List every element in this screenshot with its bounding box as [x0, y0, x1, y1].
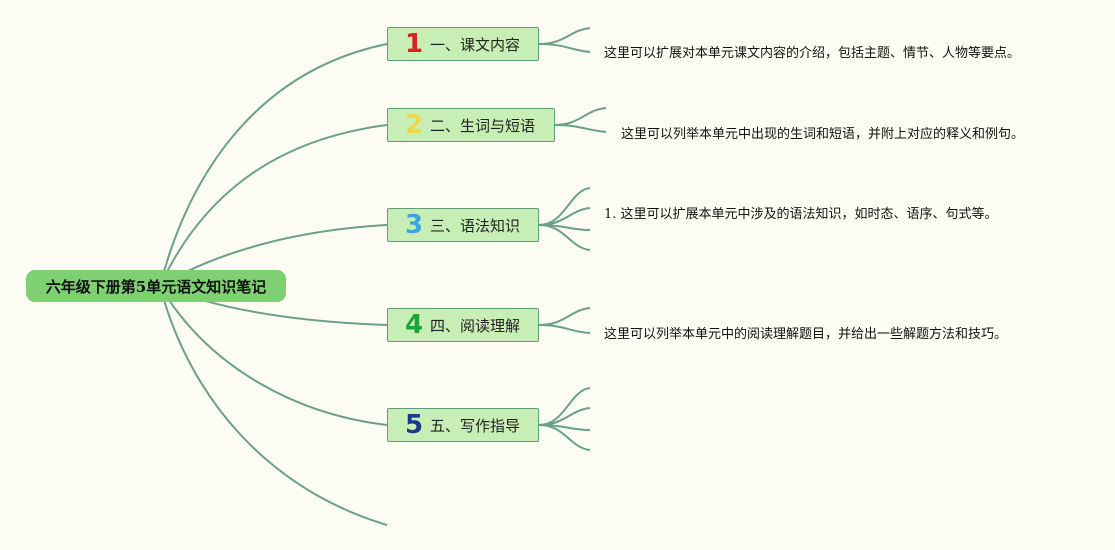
- root-link-6: [159, 285, 388, 526]
- branch-5-label: 五、写作指导: [430, 416, 521, 435]
- branch-3-label: 三、语法知识: [430, 216, 521, 235]
- root-title: 六年级下册第5单元语文知识笔记: [45, 277, 267, 296]
- number-5-icon: 5: [404, 410, 424, 440]
- root-topic[interactable]: 六年级下册第5单元语文知识笔记: [26, 270, 286, 302]
- number-2-icon: 2: [404, 110, 424, 140]
- note-1[interactable]: 这里可以扩展对本单元课文内容的介绍，包括主题、情节、人物等要点。: [604, 46, 1021, 61]
- number-1-icon: 1: [404, 29, 424, 59]
- branch-1-label: 一、课文内容: [430, 35, 521, 54]
- branch-2[interactable]: 2 二、生词与短语: [387, 108, 555, 142]
- root-link-1: [159, 43, 388, 287]
- number-3-icon: 3: [404, 210, 424, 240]
- note-2[interactable]: 这里可以列举本单元中出现的生词和短语，并附上对应的释义和例句。: [621, 127, 1025, 142]
- branch-3[interactable]: 3 三、语法知识: [387, 208, 539, 242]
- branch-5[interactable]: 5 五、写作指导: [387, 408, 539, 442]
- root-link-5: [159, 285, 388, 426]
- note-4[interactable]: 这里可以列举本单元中的阅读理解题目，并给出一些解题方法和技巧。: [604, 327, 1008, 342]
- branch-4-label: 四、阅读理解: [430, 316, 521, 335]
- root-link-2: [159, 124, 388, 287]
- note-3[interactable]: 1. 这里可以扩展本单元中涉及的语法知识，如时态、语序、句式等。: [604, 207, 998, 222]
- branch-1[interactable]: 1 一、课文内容: [387, 27, 539, 61]
- branch-2-label: 二、生词与短语: [430, 116, 536, 135]
- branch-4[interactable]: 4 四、阅读理解: [387, 308, 539, 342]
- number-4-icon: 4: [404, 310, 424, 340]
